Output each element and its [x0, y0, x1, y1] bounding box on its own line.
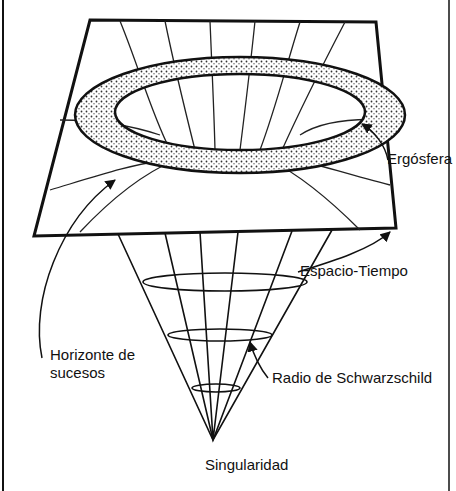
singularity-label: Singularidad [205, 456, 288, 474]
spacetime-label: Espacio-Tiempo [300, 262, 408, 280]
schwarzschild-radius-label: Radio de Schwarzschild [272, 369, 432, 387]
event-horizon-label: Horizonte de sucesos [50, 346, 150, 382]
ergosphere-label: Ergósfera [387, 150, 452, 168]
